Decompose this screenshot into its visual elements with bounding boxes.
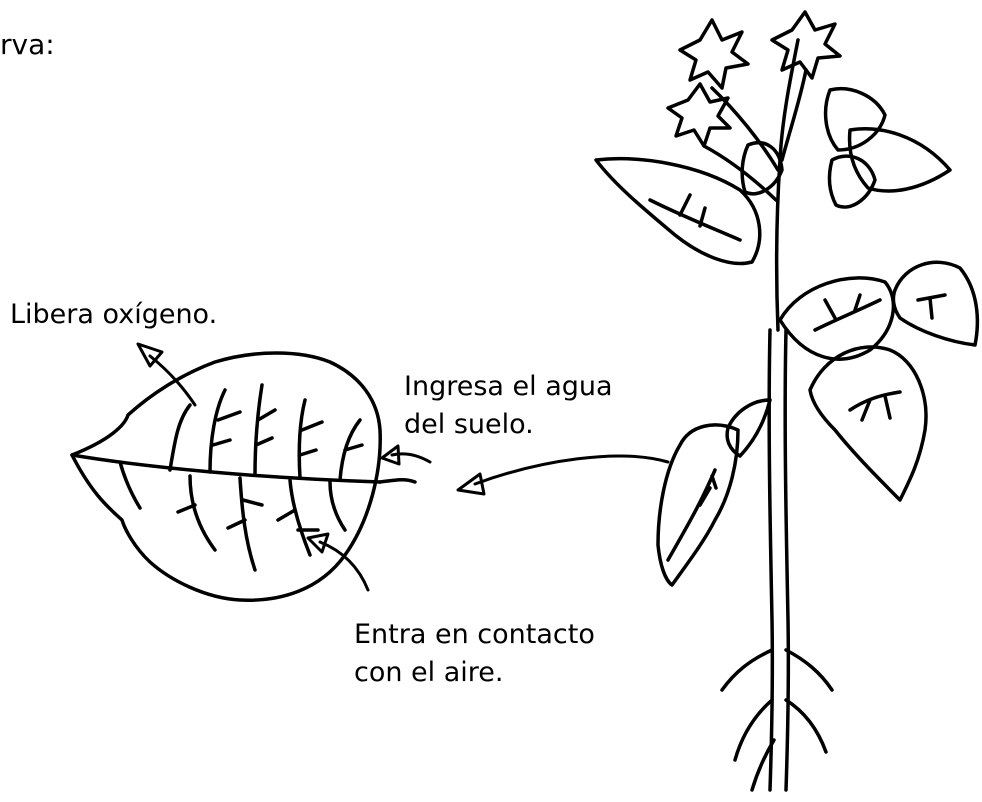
- label-releases-oxygen: Libera oxígeno.: [10, 299, 218, 330]
- leaf-vein: [276, 478, 320, 557]
- label-water-line-1: Ingresa el agua: [404, 371, 613, 402]
- heading-fragment: rva:: [0, 28, 55, 61]
- leaf-vein: [118, 460, 142, 510]
- plant-leaf: [847, 127, 952, 193]
- plant-leaf-vein: [648, 193, 742, 242]
- plant-leaf: [778, 276, 896, 361]
- leaf-vein: [253, 383, 277, 477]
- plant-root: [750, 738, 776, 792]
- leaf-vein: [168, 403, 192, 472]
- arrow-water-in-head: [380, 444, 401, 466]
- plant-leaf-vein: [916, 293, 947, 320]
- arrow-oxygen-head: [136, 342, 164, 368]
- leaf-vein: [338, 418, 364, 482]
- plant-leaf: [725, 398, 772, 458]
- arrow-water-in-shaft: [390, 452, 432, 464]
- label-air-line-1: Entra en contacto: [354, 619, 595, 650]
- plant-root: [720, 648, 834, 692]
- plant-leaf: [891, 260, 980, 347]
- plant-upper-stem: [774, 38, 800, 332]
- label-air-line-2: con el aire.: [354, 657, 504, 688]
- leaf-vein: [328, 480, 347, 532]
- leaf-vein: [297, 398, 324, 480]
- plant-leaf: [594, 157, 762, 266]
- plant-flower: [770, 10, 842, 80]
- plant-flower: [678, 18, 750, 90]
- plant-leaf-vein: [848, 390, 902, 422]
- detached-leaf: [70, 351, 417, 602]
- plant-leaf-vein: [666, 468, 718, 562]
- leaf-vein: [208, 388, 242, 474]
- arrow-air-shaft: [318, 540, 370, 592]
- plant-leaf-vein: [813, 293, 882, 332]
- plant-leaf: [740, 141, 784, 196]
- arrows: [136, 342, 670, 592]
- plant-leaf: [827, 154, 877, 209]
- plant: [594, 10, 980, 792]
- plant-root: [733, 698, 828, 762]
- plant-stem: [783, 328, 791, 792]
- arrow-plant-to-leaf-head: [456, 472, 486, 496]
- label-water-enters: Ingresa el agua del suelo.: [404, 368, 613, 444]
- leaf-midrib: [70, 453, 382, 484]
- plant-flower: [666, 82, 732, 148]
- arrow-plant-to-leaf-shaft: [473, 454, 670, 486]
- label-water-line-2: del suelo.: [404, 409, 534, 440]
- leaf-vein: [226, 476, 264, 572]
- plant-leaf: [808, 345, 928, 502]
- leaf-vein: [176, 474, 217, 552]
- arrow-air-head: [306, 532, 330, 554]
- label-air-contact: Entra en contacto con el aire.: [354, 616, 595, 692]
- leaf-petiole: [378, 477, 417, 484]
- plant-leaf: [656, 423, 740, 587]
- plant-leaf: [823, 87, 887, 152]
